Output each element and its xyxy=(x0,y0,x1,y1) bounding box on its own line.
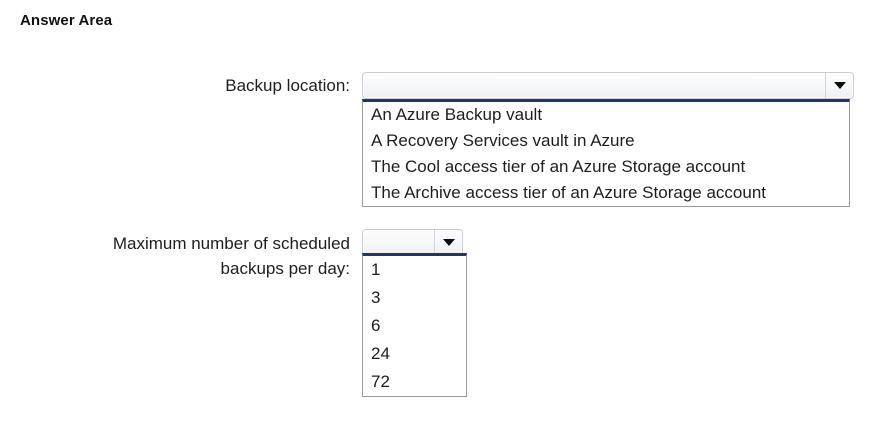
list-item[interactable]: A Recovery Services vault in Azure xyxy=(363,128,849,154)
list-item[interactable]: 3 xyxy=(363,284,466,312)
list-item[interactable]: The Cool access tier of an Azure Storage… xyxy=(363,154,849,180)
page-title: Answer Area xyxy=(20,12,113,29)
chevron-down-icon[interactable] xyxy=(434,230,462,255)
max-backups-per-day-dropdown-list[interactable]: 1 3 6 24 72 xyxy=(362,253,467,397)
chevron-down-glyph xyxy=(833,82,846,89)
list-item[interactable]: 72 xyxy=(363,368,466,396)
label-max-backups-per-day: Maximum number of scheduled backups per … xyxy=(112,234,350,278)
backup-location-combobox[interactable] xyxy=(362,72,854,99)
list-item[interactable]: The Archive access tier of an Azure Stor… xyxy=(363,180,849,206)
label-backup-location: Backup location: xyxy=(225,76,350,95)
backup-location-selected-value xyxy=(363,73,825,98)
list-item[interactable]: An Azure Backup vault xyxy=(363,102,849,128)
list-item[interactable]: 1 xyxy=(363,256,466,284)
max-backups-per-day-selected-value xyxy=(363,230,434,255)
chevron-down-glyph xyxy=(442,239,455,246)
backup-location-dropdown-list[interactable]: An Azure Backup vault A Recovery Service… xyxy=(362,99,850,207)
chevron-down-icon[interactable] xyxy=(825,73,853,98)
max-backups-per-day-combobox[interactable] xyxy=(362,229,463,256)
list-item[interactable]: 24 xyxy=(363,340,466,368)
list-item[interactable]: 6 xyxy=(363,312,466,340)
